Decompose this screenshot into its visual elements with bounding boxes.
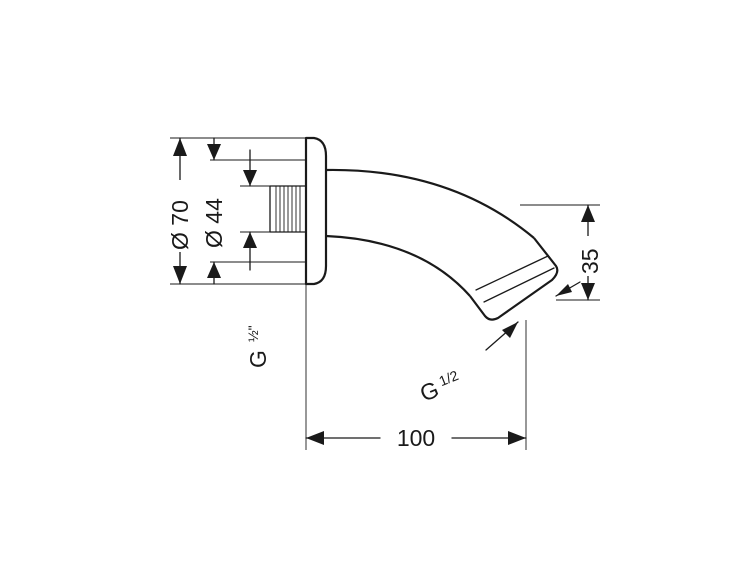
thread-left-label: G ½" bbox=[245, 325, 271, 368]
dim-diameter-70: Ø 70 bbox=[166, 137, 194, 285]
dim-length-100: 100 bbox=[305, 425, 527, 451]
shower-arm-outline bbox=[269, 136, 559, 321]
diameter-70-label: Ø 70 bbox=[167, 200, 193, 250]
curved-arm bbox=[325, 168, 535, 239]
curved-arm-lower bbox=[325, 234, 471, 297]
dim-height-35: 35 bbox=[555, 204, 603, 301]
thread-right-label: G 1/2 bbox=[416, 321, 519, 407]
height-35-label: 35 bbox=[577, 248, 603, 274]
diameter-44-label: Ø 44 bbox=[201, 198, 227, 248]
dim-thread-inner bbox=[243, 149, 257, 271]
shower-head-end bbox=[469, 237, 559, 321]
thread-lines bbox=[275, 186, 301, 232]
thread-left-main: G bbox=[245, 350, 271, 368]
wall-flange bbox=[304, 136, 328, 286]
thread-right-fraction: 1/2 bbox=[437, 367, 461, 389]
length-100-label: 100 bbox=[397, 425, 435, 451]
thread-left-fraction: ½" bbox=[245, 325, 261, 342]
dim-diameter-44: Ø 44 bbox=[200, 137, 228, 285]
extension-lines bbox=[170, 137, 600, 450]
